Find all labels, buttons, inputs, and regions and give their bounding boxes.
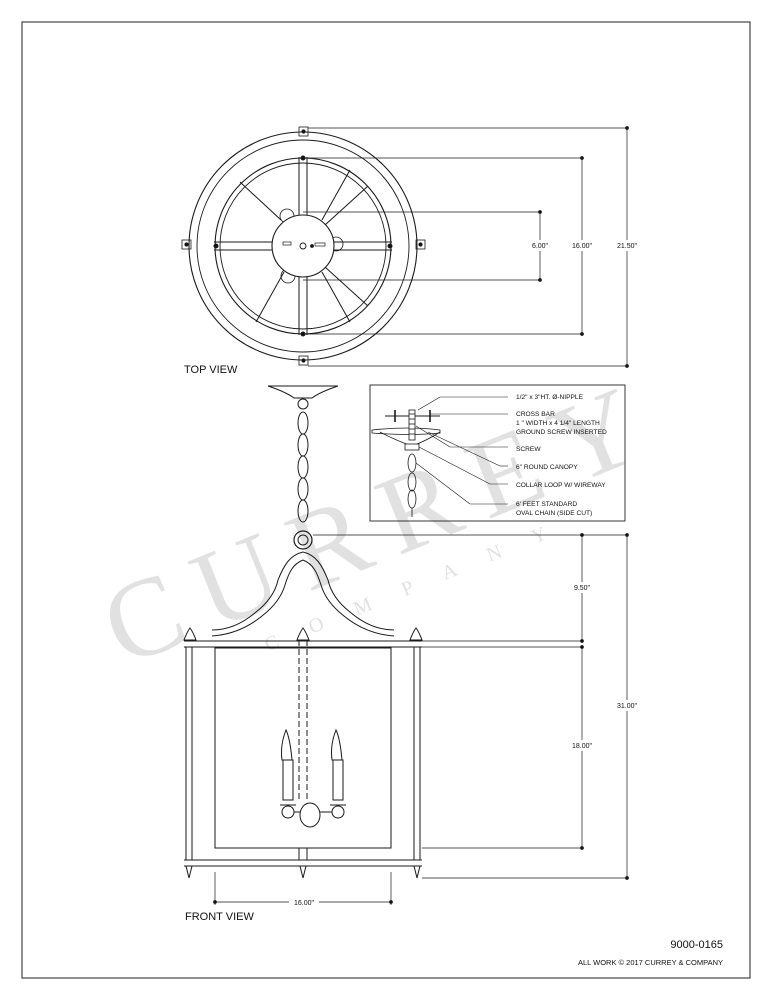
canopy-callouts: 1/2" x 3"HT. Ø-NIPPLE CROSS BAR 1 " WIDT… bbox=[516, 394, 607, 517]
outer-ring bbox=[188, 131, 418, 361]
callout-collar-loop: COLLAR LOOP W/ WIREWAY bbox=[516, 482, 606, 489]
canopy-plate bbox=[271, 214, 335, 278]
watermark-word: CURREY bbox=[86, 355, 676, 690]
dim-body-height: 18.00" bbox=[572, 743, 593, 750]
dim-overall-height: 31.00" bbox=[617, 703, 638, 710]
callout-cross-bar-size: 1 " WIDTH x 4 1/4" LENGTH bbox=[516, 420, 600, 427]
top-view-label: TOP VIEW bbox=[184, 364, 238, 376]
top-view-drawing bbox=[181, 126, 426, 366]
callout-chain-cut: OVAL CHAIN (SIDE CUT) bbox=[516, 510, 592, 517]
front-view-drawing bbox=[183, 385, 423, 879]
callout-screw: SCREW bbox=[516, 446, 541, 453]
dim-front-width: 16.00" bbox=[294, 900, 315, 907]
canopy-leader-lines bbox=[415, 396, 508, 505]
callout-cross-bar: CROSS BAR bbox=[516, 411, 555, 418]
dim-outer-diameter: 21.50" bbox=[617, 243, 638, 250]
callout-round-canopy: 6" ROUND CANOPY bbox=[516, 464, 578, 471]
canopy-detail-drawing bbox=[371, 409, 441, 517]
callout-chain: 6' FEET STANDARD bbox=[516, 501, 577, 508]
top-view-dimensions bbox=[303, 126, 629, 368]
copyright-notice: ALL WORK © 2017 CURREY & COMPANY bbox=[578, 958, 723, 967]
callout-nipple: 1/2" x 3"HT. Ø-NIPPLE bbox=[516, 394, 584, 401]
front-view-label: FRONT VIEW bbox=[185, 911, 254, 923]
dim-canopy-diameter: 6.00" bbox=[532, 243, 549, 250]
watermark: CURREY COMPANY bbox=[86, 355, 676, 690]
collar-loop bbox=[293, 530, 313, 550]
sheet-border bbox=[21, 21, 751, 979]
part-number: 9000-0165 bbox=[670, 939, 723, 951]
callout-ground-screw: GROUND SCREW INSERTED bbox=[516, 429, 607, 436]
dim-inner-diameter: 16.00" bbox=[572, 243, 593, 250]
canopy-detail-box bbox=[369, 384, 626, 522]
dim-top-section-height: 9.50" bbox=[574, 585, 591, 592]
